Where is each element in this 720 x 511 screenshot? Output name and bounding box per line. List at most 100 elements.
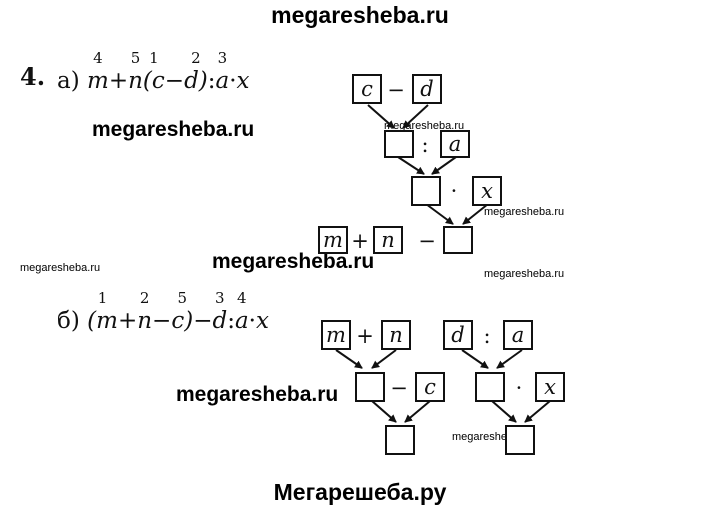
arrow bbox=[335, 349, 363, 369]
diagram-a-op-multiply: · bbox=[450, 179, 458, 203]
arrow bbox=[491, 400, 517, 423]
problem-number: 4. bbox=[20, 62, 46, 91]
diagram-a-op-minus: − bbox=[387, 78, 405, 102]
arrow bbox=[371, 349, 397, 369]
arrow bbox=[425, 203, 454, 225]
token-text: : bbox=[207, 68, 216, 94]
operation-order-number: 5 bbox=[130, 49, 141, 67]
diagram-b-box-x: x bbox=[535, 372, 565, 402]
operation-order-number: 5 bbox=[177, 289, 188, 307]
token-text: n bbox=[137, 308, 153, 334]
token-text: (c bbox=[142, 68, 165, 94]
token-text: x bbox=[236, 68, 250, 94]
diagram-a-box-empty bbox=[384, 130, 414, 158]
arrow bbox=[461, 349, 489, 369]
part-b-label: б) bbox=[57, 308, 80, 334]
watermark-small: megaresheba.ru bbox=[484, 206, 565, 218]
expression-token: + bbox=[109, 68, 128, 94]
token-text: − bbox=[164, 68, 185, 94]
token-text: d bbox=[212, 308, 228, 334]
diagram-b-op-minus: − bbox=[390, 376, 408, 400]
watermark-bottom: Мегарешеба.ру bbox=[273, 479, 447, 505]
expression-token: d)2 bbox=[184, 49, 208, 94]
token-text: m bbox=[87, 68, 109, 94]
diagram-b-box-n: n bbox=[381, 320, 411, 350]
operation-order-number: 2 bbox=[191, 49, 201, 67]
expression-token: · bbox=[229, 68, 236, 94]
operation-order-number: 3 bbox=[215, 289, 225, 307]
expression-token: c)5 bbox=[171, 289, 194, 334]
diagram-a-box-a: a bbox=[440, 130, 470, 158]
expression-token: + bbox=[118, 308, 137, 334]
diagram-a-op-plus: + bbox=[351, 229, 369, 253]
arrow bbox=[397, 156, 425, 175]
watermark-large: megaresheba.ru bbox=[92, 118, 255, 141]
watermark-small: megaresheba.ru bbox=[484, 268, 565, 280]
operation-order-number: 1 bbox=[97, 289, 108, 307]
diagram-a-box-d: d bbox=[412, 74, 442, 104]
part-a-label: а) bbox=[57, 68, 80, 94]
expression-token: − bbox=[165, 68, 184, 94]
arrow bbox=[371, 400, 397, 423]
token-text: c) bbox=[171, 308, 194, 334]
token-text: : bbox=[227, 308, 235, 334]
operation-order-number: 3 bbox=[217, 49, 228, 67]
token-text: − bbox=[193, 308, 213, 334]
arrow bbox=[404, 400, 431, 423]
expression-token: x bbox=[237, 68, 250, 94]
diagram-b-box-empty bbox=[475, 372, 505, 402]
diagram-b-box-c: c bbox=[415, 372, 445, 402]
expression-token: : bbox=[208, 68, 216, 94]
diagram-b-box-result bbox=[385, 425, 415, 455]
diagram-b-box-d: d bbox=[443, 320, 473, 350]
diagram-a-op-minus: − bbox=[418, 229, 436, 253]
diagram-b-box-a: a bbox=[503, 320, 533, 350]
token-text: n bbox=[128, 68, 143, 94]
arrow bbox=[524, 400, 551, 423]
token-text: · bbox=[248, 308, 256, 334]
arrow bbox=[496, 349, 523, 369]
diagram-a-op-divide: : bbox=[421, 133, 429, 157]
diagram-b-box-result bbox=[505, 425, 535, 455]
token-text: (m bbox=[87, 308, 118, 334]
expression-token: − bbox=[152, 308, 171, 334]
token-text: a bbox=[234, 308, 249, 334]
watermark-large: megaresheba.ru bbox=[212, 250, 375, 273]
expression-token: − bbox=[193, 308, 212, 334]
watermark-large: megaresheba.ru bbox=[176, 383, 339, 406]
diagram-b-op-multiply: · bbox=[515, 376, 523, 400]
diagram-b-op-plus: + bbox=[356, 324, 374, 348]
watermark-top: megaresheba.ru bbox=[271, 2, 449, 28]
operation-order-number: 4 bbox=[237, 289, 247, 307]
token-text: x bbox=[255, 308, 269, 334]
diagram-a-box-x: x bbox=[472, 176, 502, 206]
diagram-a-box-empty bbox=[411, 176, 441, 206]
token-text: + bbox=[117, 308, 138, 334]
watermark-small: megaresheba.ru bbox=[20, 262, 101, 274]
token-text: · bbox=[229, 68, 237, 94]
token-text: a bbox=[215, 68, 230, 94]
operation-order-number: 4 bbox=[93, 49, 103, 67]
operation-order-number: 2 bbox=[139, 289, 150, 307]
diagram-a-box-c: c bbox=[352, 74, 382, 104]
diagram-b-op-divide: : bbox=[483, 324, 491, 348]
token-text: d) bbox=[184, 68, 208, 94]
token-text: − bbox=[152, 308, 172, 334]
expression-token: · bbox=[249, 308, 256, 334]
diagram-a-box-m: m bbox=[318, 226, 348, 254]
diagram-b-box-m: m bbox=[321, 320, 351, 350]
token-text: + bbox=[108, 68, 129, 94]
diagram-b-box-empty bbox=[355, 372, 385, 402]
arrow bbox=[431, 156, 457, 175]
expression-token: : bbox=[227, 308, 235, 334]
